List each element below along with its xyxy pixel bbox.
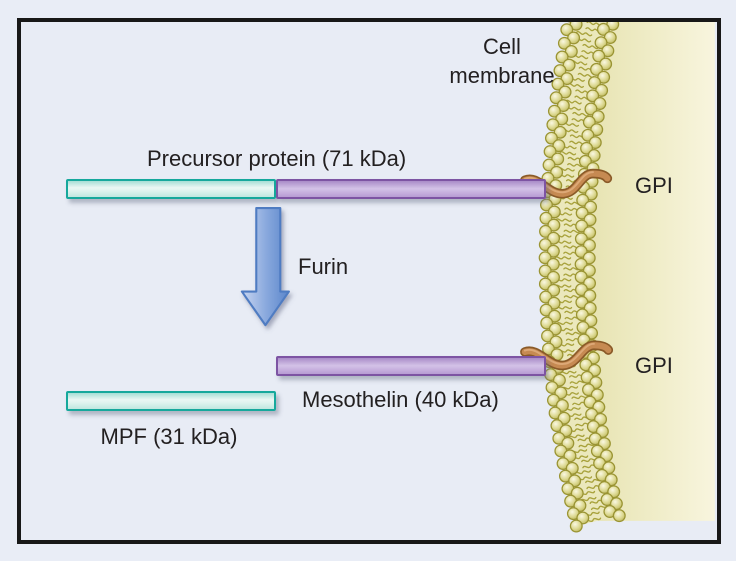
gpi-label-bottom: GPI [635, 353, 673, 378]
precursor-protein-label: Precursor protein (71 kDa) [147, 146, 407, 171]
membrane-and-shapes-graphic [240, 22, 715, 533]
mpf-label: MPF (31 kDa) [100, 424, 238, 449]
mesothelin-label: Mesothelin (40 kDa) [302, 387, 499, 412]
furin-arrow-icon [240, 207, 290, 327]
gpi-label-top: GPI [635, 173, 673, 198]
furin-label: Furin [298, 254, 349, 279]
cell-membrane-label: Cell membrane [449, 34, 555, 88]
mesothelin-bar [276, 356, 546, 376]
cell-exterior-region [567, 22, 715, 521]
lipid-bilayer-core [546, 22, 619, 526]
precursor-mpf-segment-bar [66, 179, 276, 199]
diagram-frame [17, 18, 721, 544]
mpf-bar [66, 391, 276, 411]
precursor-mesothelin-segment-bar [276, 179, 546, 199]
